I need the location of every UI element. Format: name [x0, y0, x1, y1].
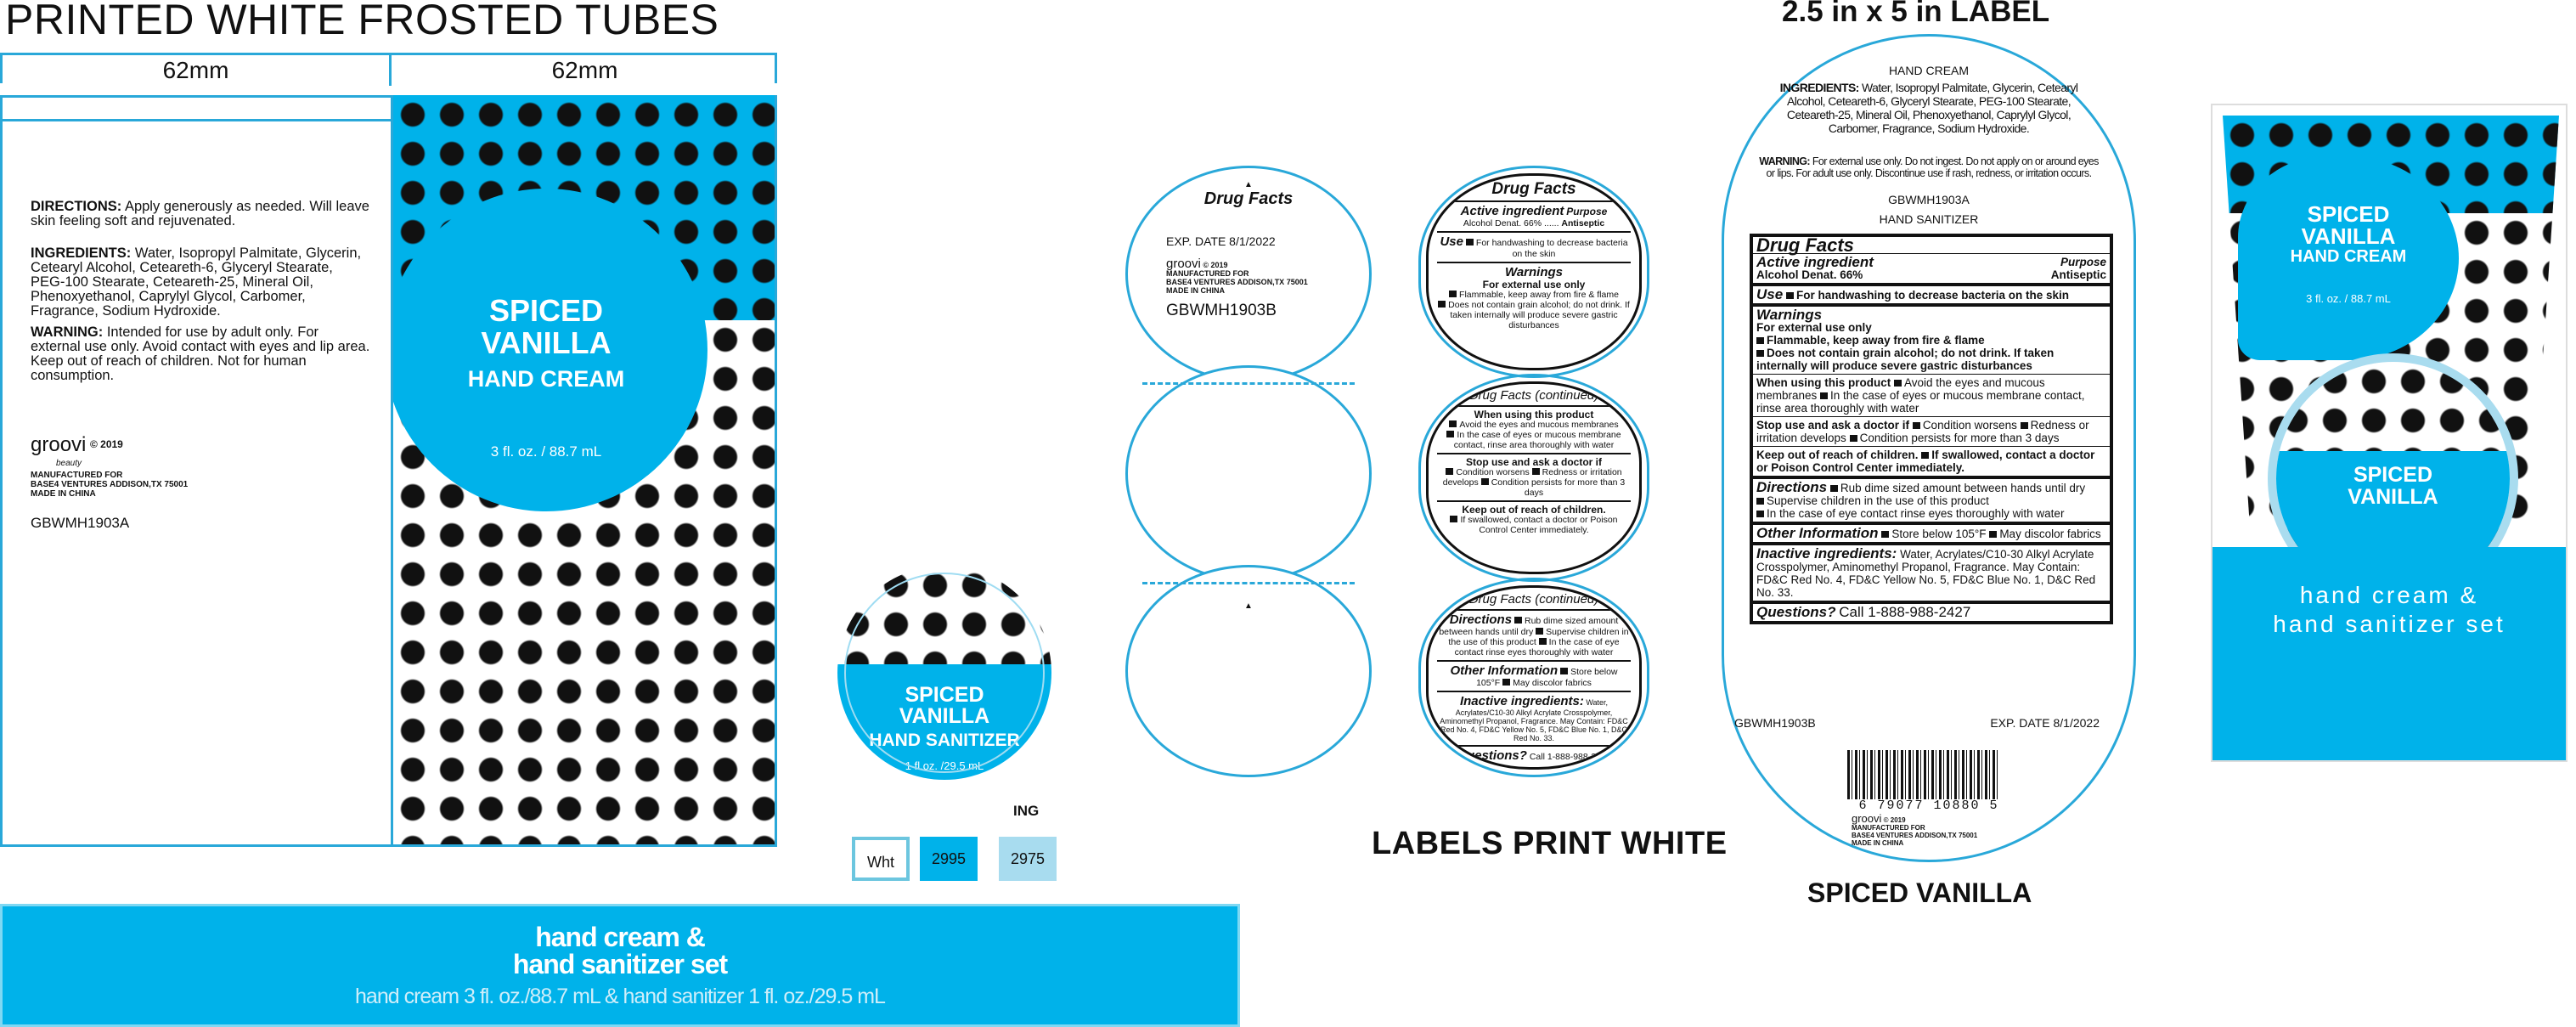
swatch-2995: 2995 [920, 837, 978, 881]
flat-label-panel-1: ▲ Drug Facts EXP. DATE 8/1/2022 groovi ©… [1125, 166, 1372, 382]
dimension-bar: 62mm 62mm [0, 53, 777, 86]
variant-name: SPICED VANILLA [1807, 877, 2032, 908]
printed-label-panel-2: Drug Facts (continued) When using this p… [1418, 374, 1649, 582]
tube-back-panel: DIRECTIONS: Apply generously as needed. … [0, 95, 391, 847]
printed-label-panel-3: Drug Facts (continued) Directions Rub di… [1418, 578, 1649, 777]
oval-label: HAND CREAM INGREDIENTS: Water, Isopropyl… [1722, 34, 2136, 862]
printed-label-panel-1: Drug Facts Active ingredient Purpose Alc… [1418, 166, 1649, 378]
cap-ring [844, 573, 1045, 773]
crimp-strip [3, 98, 391, 121]
directions-text: DIRECTIONS: Apply generously as needed. … [31, 199, 369, 229]
arrow-up-icon: ▲ [1244, 180, 1253, 189]
perforation-line [1142, 582, 1355, 584]
oval-ingredients: INGREDIENTS: Water, Isopropyl Palmitate,… [1779, 81, 2078, 135]
set-banner: hand cream & hand sanitizer set hand cre… [0, 904, 1240, 1027]
swatch-2975: 2975 [999, 837, 1057, 881]
sheet-title: PRINTED WHITE FROSTED TUBES [5, 0, 719, 43]
barcode [1847, 750, 2000, 799]
brand-logo: groovi [31, 433, 87, 456]
product-code: GBWMH1903A [31, 515, 130, 531]
barcode-digits: 6 79077 10880 5 [1858, 798, 1999, 813]
labels-print-white-note: LABELS PRINT WHITE [1372, 826, 1728, 861]
dimension-right: 62mm [551, 57, 618, 83]
label-size-heading: 2.5 in x 5 in LABEL [1782, 0, 2050, 28]
divider [389, 55, 392, 86]
flat-label-panel-3: ▲ [1125, 565, 1372, 777]
warning-text: WARNING: Intended for use by adult only.… [31, 324, 370, 383]
arrow-up-icon: ▲ [1244, 601, 1253, 611]
swatch-white: Wht [852, 837, 910, 881]
ingredients-text: INGREDIENTS: Water, Isopropyl Palmitate,… [31, 245, 362, 319]
swatch-heading: ING [1013, 803, 1040, 819]
dimension-left: 62mm [162, 57, 229, 83]
oval-warning: WARNING: For external use only. Do not i… [1759, 155, 2099, 179]
perforation-line [1142, 382, 1355, 385]
mockup-band: hand cream &hand sanitizer set [2212, 547, 2566, 760]
flat-label-panel-2 [1125, 365, 1372, 582]
